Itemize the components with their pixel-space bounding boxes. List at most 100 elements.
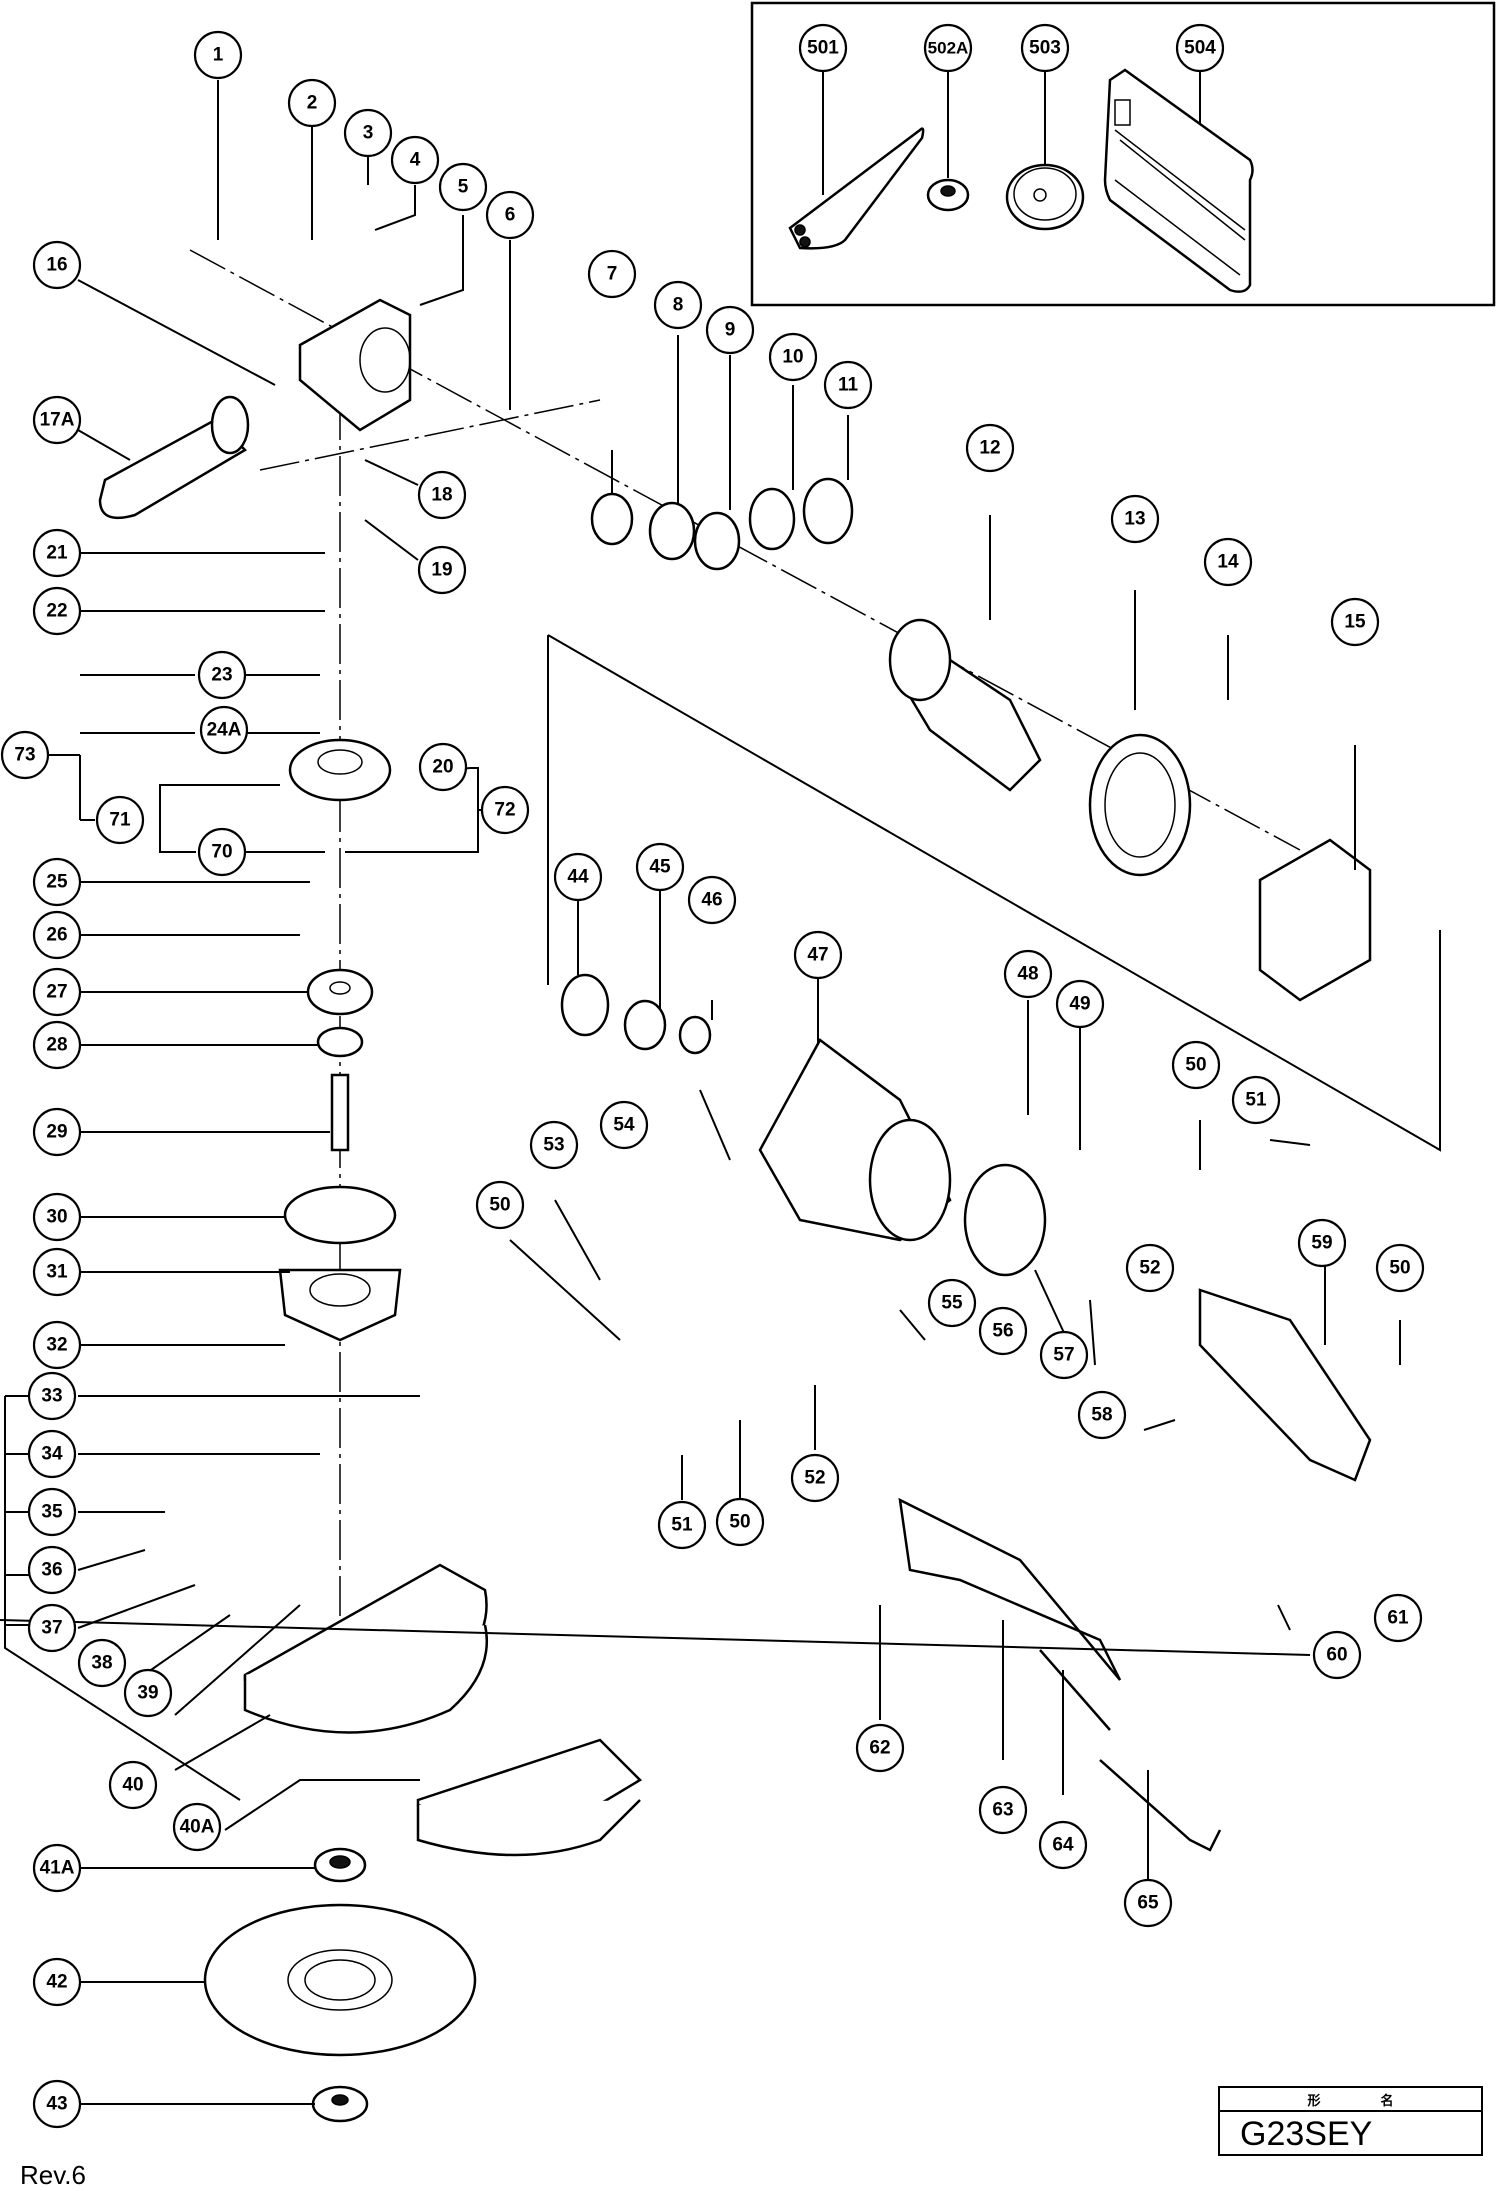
svg-text:30: 30: [46, 1207, 67, 1228]
callout-28: 28: [32, 1020, 82, 1070]
svg-text:24A: 24A: [207, 720, 242, 741]
handle-cover-part: [1198, 1288, 1372, 1482]
svg-text:42: 42: [46, 1972, 67, 1993]
leader-lines: [0, 80, 1401, 2105]
callout-29: 29: [32, 1107, 82, 1157]
callout-35: 35: [27, 1487, 77, 1537]
svg-text:32: 32: [46, 1335, 67, 1356]
spanner-wrench-icon: [788, 127, 925, 250]
model-name: G23SEY: [1240, 2115, 1373, 2153]
callout-41A: 41A: [32, 1843, 82, 1893]
stator-part: [1258, 838, 1372, 1002]
callout-14: 14: [1203, 537, 1253, 587]
callout-59: 59: [1297, 1218, 1347, 1268]
callout-7: 7: [587, 249, 637, 299]
svg-text:41A: 41A: [40, 1858, 75, 1879]
callout-52b: 52: [790, 1453, 840, 1503]
callout-19: 19: [417, 545, 467, 595]
callout-53: 53: [529, 1120, 579, 1170]
svg-text:46: 46: [701, 890, 722, 911]
svg-text:49: 49: [1069, 994, 1090, 1015]
svg-text:50: 50: [1185, 1055, 1206, 1076]
callout-503: 503: [1020, 23, 1070, 73]
callout-51b: 51: [657, 1500, 707, 1550]
svg-text:503: 503: [1029, 38, 1061, 59]
svg-text:5: 5: [458, 177, 469, 198]
svg-text:60: 60: [1326, 1645, 1347, 1666]
callout-16: 16: [32, 240, 82, 290]
svg-text:54: 54: [613, 1115, 635, 1136]
callout-72: 72: [480, 785, 530, 835]
svg-text:27: 27: [46, 982, 67, 1003]
callout-15: 15: [1330, 597, 1380, 647]
revision-label: Rev.6: [20, 2160, 86, 2190]
model-header-char-1: 形: [1307, 2093, 1321, 2109]
svg-text:25: 25: [46, 872, 68, 893]
callout-40A: 40A: [172, 1802, 222, 1852]
svg-text:56: 56: [992, 1321, 1013, 1342]
callout-25: 25: [32, 857, 82, 907]
callout-54: 54: [599, 1100, 649, 1150]
callout-61: 61: [1373, 1593, 1423, 1643]
model-header-char-2: 名: [1380, 2093, 1394, 2109]
callout-5: 5: [438, 162, 488, 212]
fan-guide-part: [1088, 733, 1192, 877]
svg-text:11: 11: [838, 375, 859, 396]
callout-504: 504: [1175, 23, 1225, 73]
svg-text:18: 18: [431, 485, 452, 506]
wheel-guard-part: [243, 1563, 489, 1734]
callout-17A: 17A: [32, 395, 82, 445]
accessory-inset: [750, 1, 1496, 307]
callout-55: 55: [927, 1278, 977, 1328]
callout-36: 36: [27, 1545, 77, 1595]
svg-text:40: 40: [122, 1775, 143, 1796]
svg-text:51: 51: [1245, 1090, 1267, 1111]
callout-11: 11: [823, 360, 873, 410]
svg-text:61: 61: [1387, 1608, 1409, 1629]
callout-18: 18: [417, 470, 467, 520]
wheel-flange-part: [313, 1847, 367, 1883]
svg-text:50: 50: [489, 1195, 510, 1216]
svg-text:70: 70: [211, 842, 232, 863]
callout-63: 63: [978, 1785, 1028, 1835]
svg-text:2: 2: [307, 93, 318, 114]
svg-text:50: 50: [729, 1512, 750, 1533]
callout-40: 40: [108, 1760, 158, 1810]
callout-34: 34: [27, 1429, 77, 1479]
callout-47: 47: [793, 930, 843, 980]
callout-39: 39: [123, 1668, 173, 1718]
callout-37: 37: [27, 1603, 77, 1653]
callout-23: 23: [197, 650, 247, 700]
callout-57: 57: [1039, 1330, 1089, 1380]
wheel-flange-icon: [1005, 163, 1085, 231]
callout-46: 46: [687, 875, 737, 925]
callout-52a: 52: [1125, 1243, 1175, 1293]
svg-text:62: 62: [869, 1738, 890, 1759]
side-handle-part: [98, 395, 250, 520]
svg-text:59: 59: [1311, 1233, 1332, 1254]
svg-text:9: 9: [725, 320, 736, 341]
svg-text:51: 51: [671, 1515, 693, 1536]
svg-text:19: 19: [431, 560, 452, 581]
callout-70: 70: [197, 827, 247, 877]
spindle-part: [330, 1073, 350, 1152]
callout-62: 62: [855, 1723, 905, 1773]
callout-38: 38: [77, 1638, 127, 1688]
svg-text:4: 4: [410, 150, 421, 171]
svg-text:43: 43: [46, 2094, 67, 2115]
callout-30: 30: [32, 1192, 82, 1242]
svg-text:22: 22: [46, 601, 67, 622]
svg-text:31: 31: [46, 1262, 68, 1283]
callout-13: 13: [1110, 494, 1160, 544]
bevel-gear-part: [288, 738, 392, 802]
callout-44: 44: [553, 852, 603, 902]
svg-text:504: 504: [1184, 38, 1216, 59]
callout-22: 22: [32, 586, 82, 636]
wheel-washer-icon: [926, 178, 970, 212]
svg-text:1: 1: [213, 45, 224, 66]
svg-text:17A: 17A: [40, 410, 75, 431]
callout-71: 71: [95, 795, 145, 845]
callout-1: 1: [193, 30, 243, 80]
armature-part: [888, 618, 1042, 792]
